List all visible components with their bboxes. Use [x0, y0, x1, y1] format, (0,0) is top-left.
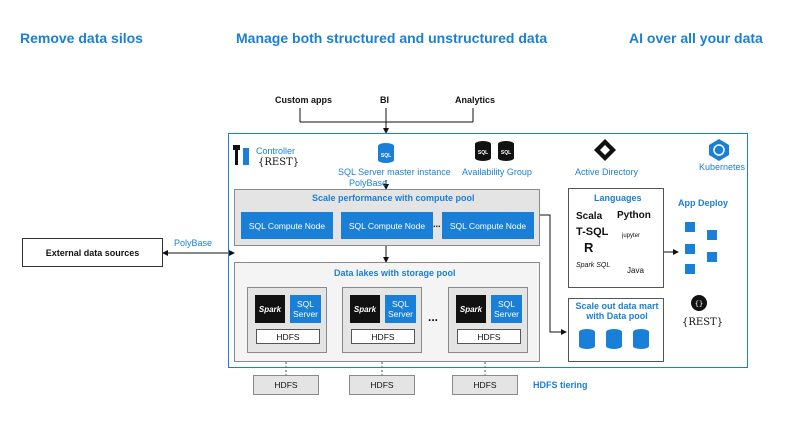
controller-label: Controller [256, 146, 296, 156]
lang-scala: Scala [576, 211, 603, 222]
headline-ai: AI over all your data [629, 30, 763, 46]
spark-logo-2: Spark [350, 295, 380, 323]
lang-spark-sql: Spark SQL [576, 262, 611, 269]
sql-database-icon: SQL [377, 142, 395, 164]
hdfs-tier-1: HDFS [253, 375, 319, 395]
hdfs-tiering-label: HDFS tiering [533, 380, 588, 390]
api-icon: {} [690, 294, 708, 312]
languages-box [568, 188, 664, 288]
lang-jupyter: jupyter [622, 233, 641, 239]
lang-python: Python [617, 210, 651, 221]
kubernetes-icon [708, 139, 730, 161]
source-analytics: Analytics [455, 95, 496, 105]
hdfs-2: HDFS [351, 329, 415, 344]
data-pool-db-icon-1 [578, 328, 596, 350]
svg-text:SQL: SQL [381, 153, 391, 159]
sql-server-1: SQL Server [290, 295, 321, 323]
master-instance-label: SQL Server master instance [338, 167, 451, 177]
compute-pool-title: Scale performance with compute pool [312, 193, 475, 203]
compute-ellipsis: ... [433, 219, 441, 229]
hdfs-tier-3: HDFS [452, 375, 518, 395]
app-deploy-rest: {REST} [682, 317, 724, 328]
availability-db-icon-2: SQL [497, 140, 515, 162]
svg-text:SQL: SQL [478, 150, 488, 156]
languages-title: Languages [594, 193, 642, 203]
sql-server-2: SQL Server [385, 295, 416, 323]
source-custom-apps: Custom apps [275, 95, 333, 105]
data-pool-db-icon-3 [632, 328, 650, 350]
headline-manage-data: Manage both structured and unstructured … [236, 30, 548, 46]
data-pool-db-icon-2 [605, 328, 623, 350]
active-directory-icon [594, 139, 616, 161]
spark-logo-3: Spark [456, 295, 486, 323]
hdfs-1: HDFS [256, 329, 320, 344]
compute-node-3: SQL Compute Node [442, 212, 534, 239]
controller-icon [233, 143, 251, 167]
spark-logo-1: Spark [255, 295, 285, 323]
hdfs-3: HDFS [457, 329, 521, 344]
svg-text:{}: {} [695, 300, 703, 308]
kubernetes-label: Kubernetes [699, 162, 746, 172]
lang-tsql: T-SQL [576, 226, 609, 238]
hdfs-tier-2: HDFS [349, 375, 415, 395]
svg-text:SQL: SQL [501, 150, 511, 156]
lang-java: Java [627, 266, 644, 275]
cluster-boundary [228, 133, 748, 368]
source-bi: BI [380, 95, 389, 105]
lang-r: R [584, 240, 594, 255]
active-directory-label: Active Directory [575, 167, 639, 177]
data-pool-title: Scale out data mart with Data pool [575, 301, 659, 321]
controller-rest: {REST} [258, 157, 300, 168]
app-deploy-pods-icon [683, 220, 723, 276]
sql-server-3: SQL Server [491, 295, 522, 323]
compute-node-1: SQL Compute Node [241, 212, 333, 239]
headline-remove-silos: Remove data silos [20, 30, 143, 46]
availability-group-label: Availability Group [462, 167, 532, 177]
app-deploy-label: App Deploy [678, 198, 729, 208]
storage-pool-title: Data lakes with storage pool [334, 268, 456, 278]
availability-db-icon-1: SQL [474, 140, 492, 162]
external-data-sources: External data sources [22, 238, 163, 267]
external-polybase-label: PolyBase [174, 238, 213, 248]
storage-ellipsis: ... [428, 310, 439, 324]
master-polybase-label: PolyBase [349, 178, 388, 188]
compute-node-2: SQL Compute Node [341, 212, 433, 239]
